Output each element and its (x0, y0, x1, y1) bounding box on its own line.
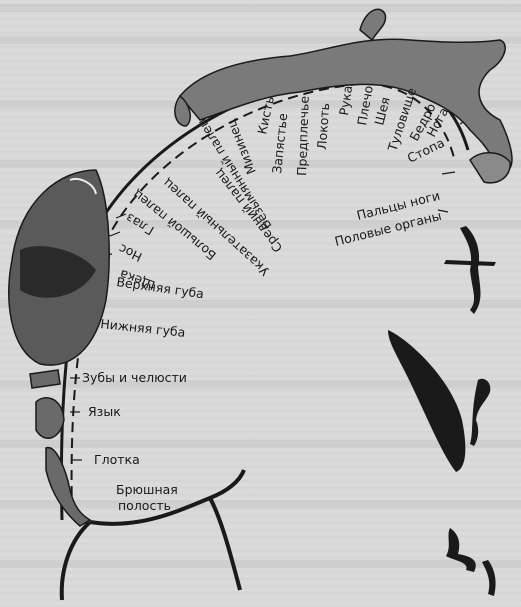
label-bryushnaya: Брюшная (116, 482, 178, 497)
body-part-labels: Пальцы ноги Половые органы Стопа Нога Бе… (82, 84, 451, 513)
label-predplechye: Предплечье (294, 95, 312, 176)
abdominal-vessel (59, 469, 246, 601)
homunculus-face (8, 169, 110, 366)
label-polost: полость (118, 498, 171, 513)
label-zapyastye: Запястье (269, 112, 290, 174)
label-zuby: Зубы и челюсти (82, 370, 187, 385)
label-verkhnyaya-guba: Верхняя губа (116, 274, 205, 301)
label-yazyk: Язык (88, 404, 121, 419)
label-ruka: Рука (336, 84, 355, 116)
label-tulovische: Туловище (384, 86, 419, 154)
label-lokot: Локоть (314, 102, 332, 150)
label-sheya: Шея (371, 95, 392, 126)
spinal-cord-sketch (388, 226, 496, 596)
homunculus-mouth (29, 369, 92, 527)
homunculus-body (174, 8, 513, 169)
cortex-dashed-arc (70, 82, 455, 513)
label-nos: Нос (116, 241, 144, 265)
homunculus-foot (469, 152, 511, 184)
label-nizhnyaya-guba: Нижняя губа (100, 316, 186, 340)
label-glotka: Глотка (94, 452, 140, 467)
label-plecho: Плечо (354, 84, 376, 126)
